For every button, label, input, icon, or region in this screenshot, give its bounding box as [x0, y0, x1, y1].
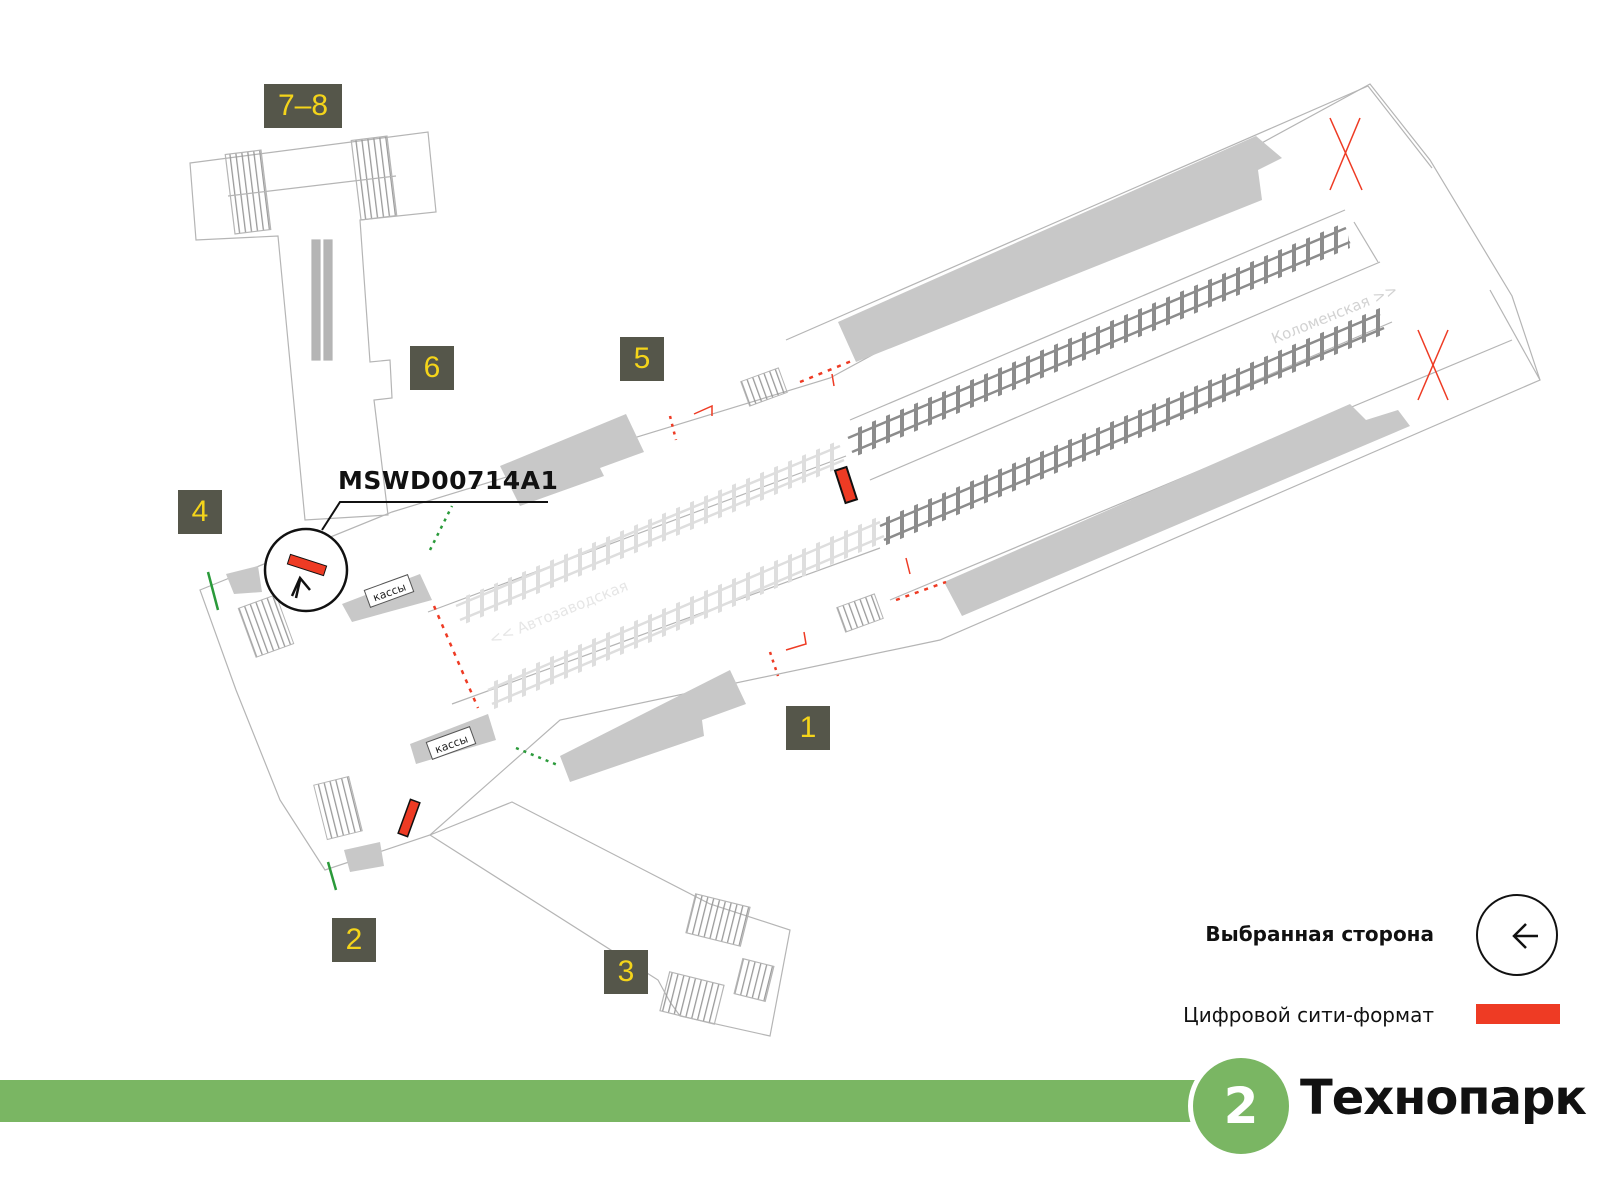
- line-number-badge: 2: [1188, 1053, 1294, 1159]
- location-code: MSWD00714A1: [338, 466, 559, 495]
- tracks: [455, 222, 1385, 710]
- crossings: [206, 117, 1449, 891]
- exit-badge-5: 5: [620, 337, 664, 381]
- legend-digital-format-label: Цифровой сити-формат: [1183, 1003, 1434, 1027]
- legend-selected-side-icon: [1476, 894, 1558, 976]
- direction-arrows: [693, 373, 911, 651]
- north-passage: [189, 131, 437, 521]
- exit-badge-4: 4: [178, 490, 222, 534]
- legend-selected-side-label: Выбранная сторона: [1205, 922, 1434, 946]
- exit-badge-6: 6: [410, 346, 454, 390]
- legend-digital-format-swatch: [1476, 1004, 1560, 1024]
- stairs-blocks: [237, 367, 884, 841]
- structures: [226, 136, 1410, 872]
- south-passage: [428, 801, 791, 1037]
- exit-badge-3: 3: [604, 950, 648, 994]
- exit-badge-2: 2: [332, 918, 376, 962]
- exit-badge-1: 1: [786, 706, 830, 750]
- ad-placements: [397, 465, 859, 838]
- metro-line-bar: [0, 1080, 1210, 1122]
- selected-side-marker[interactable]: [263, 501, 548, 613]
- selected-side-arrow-icon: [290, 575, 311, 597]
- exit-badge-7-8: 7–8: [264, 84, 342, 128]
- station-name: Технопарк: [1300, 1070, 1587, 1126]
